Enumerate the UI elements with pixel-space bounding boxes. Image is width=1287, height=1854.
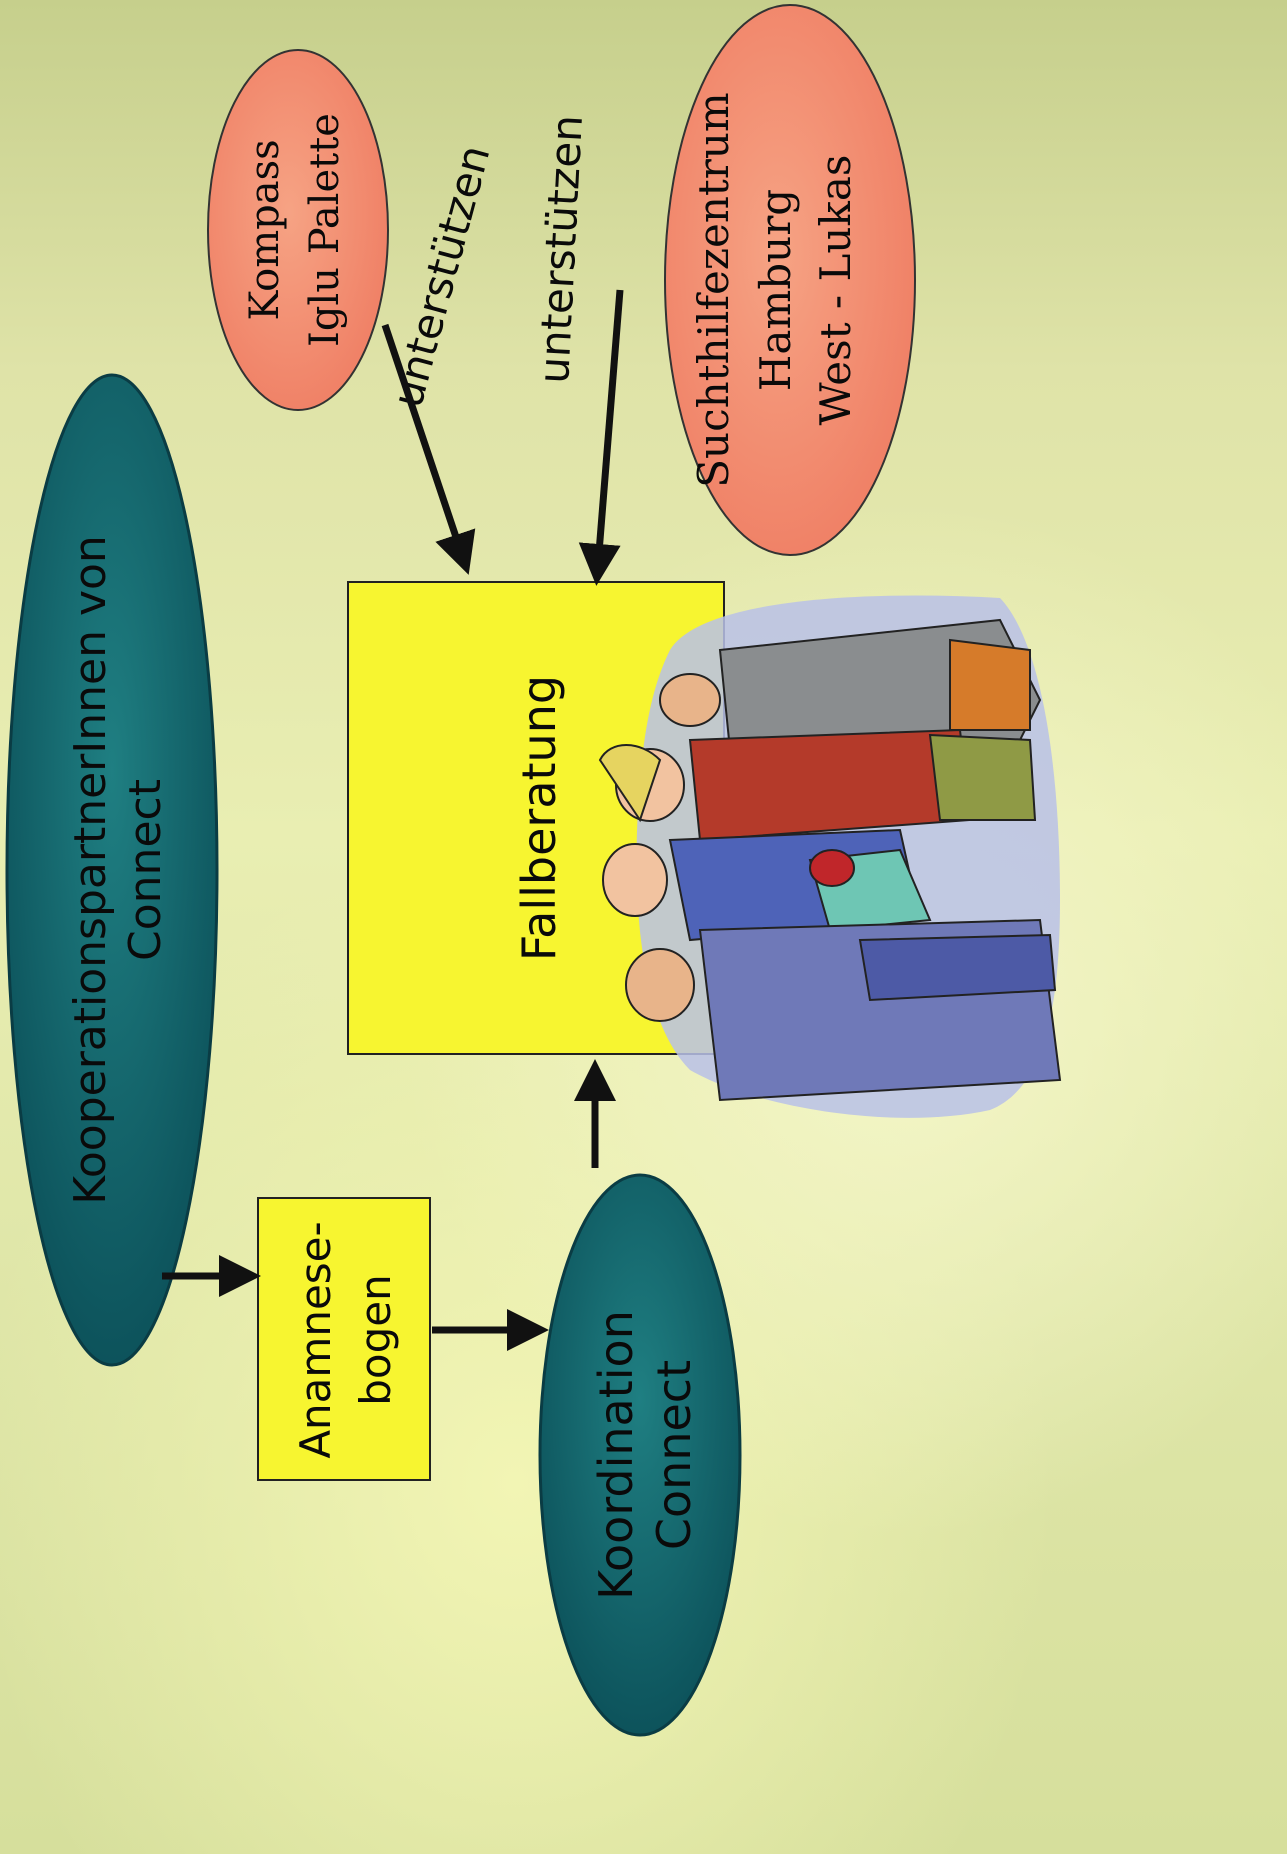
fallberatung-label: Fallberatung bbox=[512, 675, 566, 961]
person-figure bbox=[625, 918, 1062, 1102]
person-figure bbox=[602, 828, 932, 942]
node-suchthilfezentrum: Suchthilfezentrum Hamburg West - Lukas bbox=[664, 4, 916, 556]
anamnese-label-line2: bogen bbox=[351, 1274, 400, 1405]
node-anamnesebogen: Anamnese- bogen bbox=[257, 1197, 431, 1481]
kooperation-label-line1: KooperationspartnerInnen von bbox=[65, 535, 116, 1205]
node-koordination: Koordination Connect bbox=[538, 1173, 742, 1737]
koordination-label-line1: Koordination bbox=[589, 1310, 643, 1600]
suchthilfe-label-line2: Hamburg bbox=[751, 189, 800, 391]
kooperation-label-line2: Connect bbox=[120, 779, 171, 961]
node-kompass: Kompass Iglu Palette bbox=[207, 49, 389, 411]
person-figure bbox=[659, 618, 1042, 762]
node-kooperationspartner: KooperationspartnerInnen von Connect bbox=[5, 373, 219, 1367]
people-illustration bbox=[598, 595, 1062, 1118]
koordination-label-line2: Connect bbox=[647, 1360, 701, 1550]
kompass-label-line2: Iglu Palette bbox=[302, 113, 348, 347]
suchthilfe-label-line1: Suchthilfezentrum bbox=[689, 92, 738, 487]
edges bbox=[162, 289, 624, 1351]
person-figure bbox=[598, 728, 1037, 842]
edge-label-unterstuetzen-2: unterstützen bbox=[529, 114, 592, 385]
anamnese-label-line1: Anamnese- bbox=[291, 1221, 340, 1458]
suchthilfe-label-line3: West - Lukas bbox=[811, 155, 860, 426]
kompass-label-line1: Kompass bbox=[242, 139, 288, 320]
arrow-kompass-to-fallberatung bbox=[381, 323, 476, 575]
arrow-suchthilfe-to-fallberatung bbox=[578, 289, 624, 586]
